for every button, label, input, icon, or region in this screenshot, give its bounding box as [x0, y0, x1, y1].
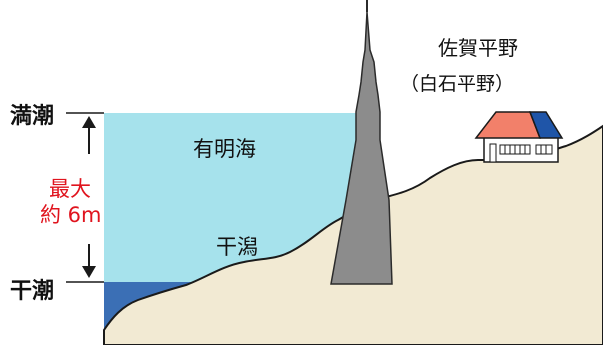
sea-name-label: 有明海	[193, 137, 256, 161]
max-range-line1: 最大	[49, 177, 91, 201]
max-range-line2: 約 6m	[40, 203, 102, 228]
max-range-label: 最大 約 6m	[40, 176, 102, 229]
arrow-down-icon	[82, 244, 96, 278]
house-icon	[474, 111, 564, 163]
tower	[330, 11, 393, 285]
high-tide-label: 満潮	[10, 104, 55, 129]
plain-name-label: 佐賀平野	[438, 36, 518, 60]
plain-alias-label: （白石平野）	[400, 73, 515, 95]
tidal-flat-label: 干潟	[216, 235, 258, 259]
low-tide-label: 干潮	[10, 279, 55, 304]
arrow-up-icon	[82, 116, 96, 154]
